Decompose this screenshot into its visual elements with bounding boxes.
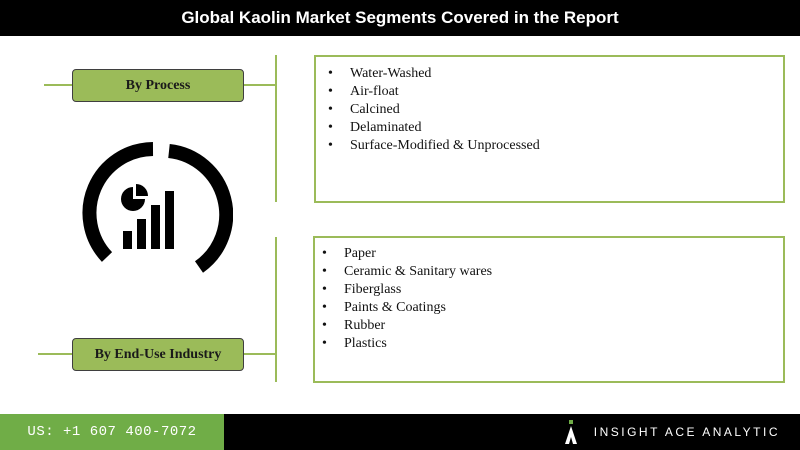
list-item: Calcined bbox=[328, 101, 783, 119]
list-item: Water-Washed bbox=[328, 65, 783, 83]
footer-brand: INSIGHT ACE ANALYTIC bbox=[224, 414, 800, 450]
connector-right-bottom bbox=[244, 353, 276, 355]
bar-chart-pie-icon-graphic bbox=[82, 142, 234, 273]
connector-left-top bbox=[44, 84, 74, 86]
segment-label-end-use-text: By End-Use Industry bbox=[94, 346, 222, 362]
page-title: Global Kaolin Market Segments Covered in… bbox=[0, 0, 800, 36]
ring-arc-right bbox=[168, 144, 234, 273]
list-item: Paints & Coatings bbox=[322, 299, 783, 317]
segment-label-end-use: By End-Use Industry bbox=[72, 338, 244, 371]
connector-vertical-top bbox=[275, 55, 277, 202]
segment-list-end-use: Paper Ceramic & Sanitary wares Fiberglas… bbox=[313, 236, 785, 383]
footer-phone-text: US: +1 607 400-7072 bbox=[27, 424, 197, 440]
connector-right-top bbox=[244, 84, 276, 86]
bar-3 bbox=[151, 205, 160, 249]
list-item: Delaminated bbox=[328, 119, 783, 137]
list-item: Air-float bbox=[328, 83, 783, 101]
list-item: Ceramic & Sanitary wares bbox=[322, 263, 783, 281]
segment-label-process-text: By Process bbox=[125, 77, 191, 93]
bar-4 bbox=[165, 191, 174, 249]
segment-label-process: By Process bbox=[72, 69, 244, 102]
list-item: Surface-Modified & Unprocessed bbox=[328, 137, 783, 155]
bar-2 bbox=[137, 219, 146, 249]
list-item: Plastics bbox=[322, 335, 783, 353]
segment-list-process: Water-Washed Air-float Calcined Delamina… bbox=[314, 55, 785, 203]
connector-vertical-bottom bbox=[275, 237, 277, 382]
list-item: Fiberglass bbox=[322, 281, 783, 299]
page-title-text: Global Kaolin Market Segments Covered in… bbox=[181, 8, 619, 27]
footer-phone: US: +1 607 400-7072 bbox=[0, 414, 224, 450]
insight-ace-logo-icon bbox=[564, 420, 577, 444]
connector-left-bottom bbox=[38, 353, 72, 355]
bar-1 bbox=[123, 231, 132, 249]
bar-chart-pie-icon bbox=[73, 141, 234, 285]
ring-arc-left bbox=[82, 142, 154, 262]
list-item: Rubber bbox=[322, 317, 783, 335]
list-item: Paper bbox=[322, 245, 783, 263]
pie-slice-main bbox=[121, 187, 145, 211]
brand-name: INSIGHT ACE ANALYTIC bbox=[593, 425, 780, 439]
pie-slice-cut bbox=[136, 184, 148, 196]
